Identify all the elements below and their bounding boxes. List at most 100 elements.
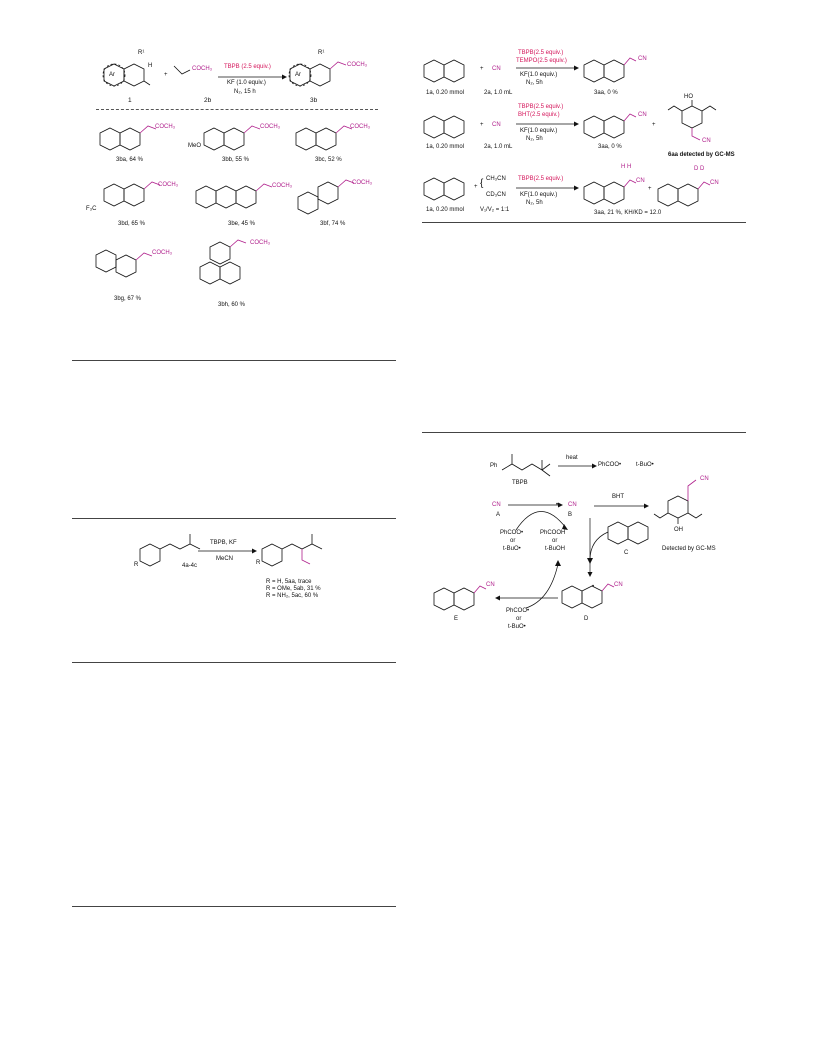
row3-side-cn: CN [710,180,719,186]
enone-reactant-structure [139,534,201,567]
row3-brace: { [480,178,484,189]
result-5aa: R = H, 5aa, trace [266,579,312,585]
row2-c4: N₂, 5h [526,136,543,142]
row3-prod: 3aa, 21 %, KH/KD = 12.0 [594,210,662,216]
group-3be: COCH₃ [272,183,293,189]
group-3bg: COCH₃ [152,250,173,256]
row2-c2: BHT(2.5 equiv.) [518,112,560,118]
product-3bb-structure [203,125,261,151]
row1-prod: 3aa, 0 % [594,90,618,96]
left-rad-1: PhCOO• [500,530,524,536]
row2-prod: 3aa, 0 % [598,144,622,150]
row1-reag: 2a, 1.0 mL [484,90,513,96]
product-3b-structure [288,61,347,87]
cond-kf: KF (1.0 equiv.) [227,80,266,86]
reagent-chain [173,65,191,75]
rule-1 [72,360,396,361]
product-3ba-structure [99,125,157,151]
a-to-b-arrow [508,502,563,508]
row3-side-plus: + [648,186,652,192]
row2-cn: CN [492,122,501,128]
coumarin-c-structure [607,521,649,545]
mech-cn-a: CN [492,502,501,508]
label-3ba: 3ba, 64 % [116,157,144,163]
cond-tbpb: TBPB (2.5 equiv.) [224,64,271,70]
tbpb-label: TBPB [512,480,528,486]
ring-ar-label-2: Ar [295,72,301,78]
row2-side-cn: CN [702,138,711,144]
row2-side: 6aa detected by GC-MS [668,152,735,158]
mid-cond-2: MeCN [216,556,234,562]
r1-label: R¹ [138,50,145,56]
bht-cn: CN [700,476,709,482]
coumarin-1a-row3 [423,177,465,201]
row3-c1: TBPB(2.5 equiv.) [518,176,564,182]
product-label: 3b [310,97,318,104]
detected-label: Detected by GC-MS [662,546,716,552]
left-acid-2: t-BuOH [545,546,566,552]
coumarin-1a-row2 [423,115,465,139]
row2-plus: + [480,122,484,128]
tbpb-structure [501,454,551,477]
rule-4 [72,906,396,907]
reagent-label: 2b [204,97,212,104]
row3-reag1: CH₃CN [486,176,506,182]
left-acid-1: PhCOOH [540,530,566,536]
result-5ab: R = OMe, 5ab, 31 % [266,586,321,592]
b-to-bht-arrow [594,503,649,509]
mid-reaction-arrow [198,548,257,554]
cond-n2: N₂, 15 h [234,89,256,95]
label-e: E [454,616,459,622]
heat-arrow [558,463,597,469]
b-to-d-arrow [587,518,593,577]
product-3aa-row2 [583,113,637,139]
row1-arrow [516,65,579,71]
row3-c2: KF(1.0 equiv.) [520,192,558,198]
row2-sub: 1a, 0.20 mmol [426,144,465,150]
label-3bg: 3bg, 67 % [114,296,142,302]
dashed-divider [96,109,378,110]
group-3bf: COCH₃ [352,180,373,186]
mech-rad2: t-BuO• [636,462,654,468]
product-3aa-row3 [583,179,637,205]
label-3be: 3be, 45 % [228,221,256,227]
coumarin-reactant-structure [102,63,151,87]
row1-c1: TBPB(2.5 equiv.) [518,50,564,56]
row1-c3: KF(1.0 equiv.) [520,72,558,78]
row3-arrow [516,185,579,191]
label-3bf: 3bf, 74 % [320,221,346,227]
bht-oh: OH [674,527,683,533]
row1-c2: TEMPO(2.5 equiv.) [516,58,567,64]
row3-prod-cn: CN [636,178,645,184]
d-cn: CN [614,582,623,588]
sub-3bd: F₃C [86,206,97,212]
e-cn: CN [486,582,495,588]
row2-side-plus: + [652,122,656,128]
row2-prod-cn: CN [638,112,647,118]
mid-cond-1: TBPB, KF [210,540,237,546]
group-3bc: COCH₃ [350,124,371,130]
label-a: A [496,512,501,518]
label-d: D [584,616,589,622]
row1-c4: N₂, 5h [526,80,543,86]
bottom-rad-or: or [516,616,522,622]
mech-cn-b: CN [568,502,577,508]
product-3be-structure [195,183,273,209]
d-radical-dot: • [592,584,595,590]
row1-cn: CN [492,66,501,72]
rule-right-2 [422,432,746,433]
label-c: C [624,550,629,556]
bht-label: BHT [612,494,624,500]
mech-radical-dot: • [556,502,559,508]
result-5ac: R = NH₂, 5ac, 60 % [266,593,319,599]
left-rad-or: or [510,538,516,544]
bht-adduct-6aa [667,100,717,141]
label-3bh: 3bh, 60 % [218,302,246,308]
row3-ratio: V₁/V₂ = 1:1 [480,207,510,213]
product-3bh-structure [199,239,247,285]
radical-d-structure [561,583,615,609]
enone-product-structure [261,534,323,567]
group-3bd: COCH₃ [158,182,179,188]
row2-oh: HO [684,94,693,100]
ring-ar-label: Ar [109,72,115,78]
